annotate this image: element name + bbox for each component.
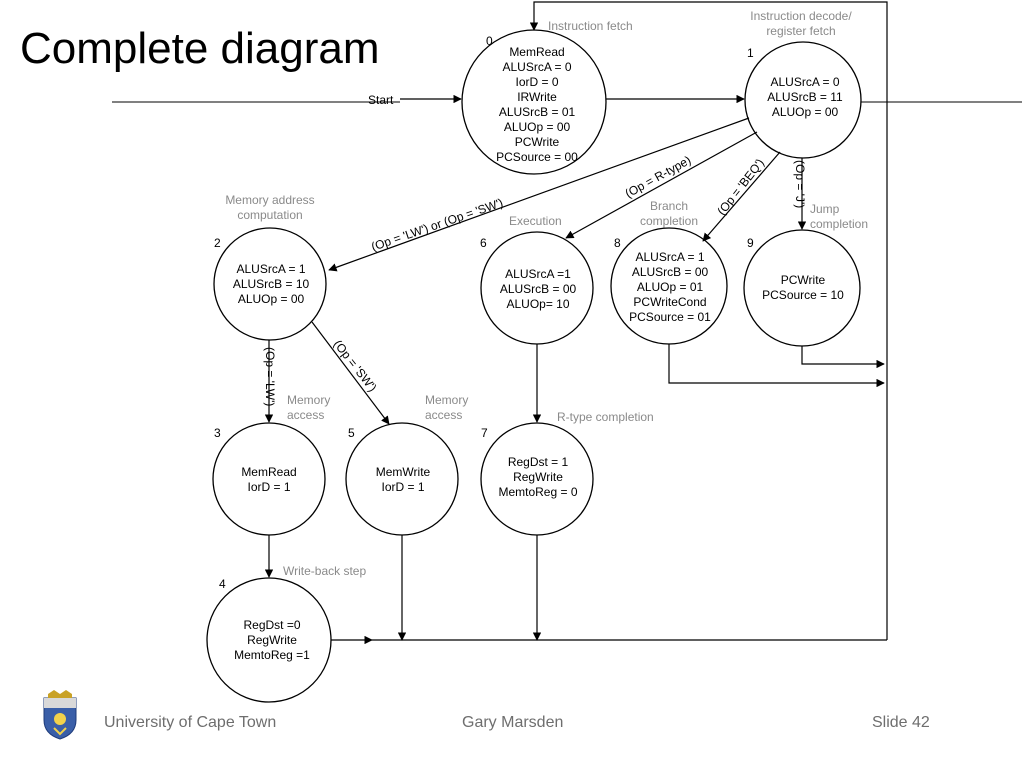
state-0-number: 0: [486, 34, 493, 48]
state-8-line: ALUOp = 01: [637, 280, 704, 294]
state-0-line: ALUSrcA = 0: [502, 60, 571, 74]
condition-beq: (Op = 'BEQ'): [714, 156, 767, 218]
state-1-number: 1: [747, 46, 754, 60]
phase-memaddr-line2: computation: [237, 208, 302, 222]
state-0-line: ALUOp = 00: [504, 120, 571, 134]
phase-instruction-fetch: Instruction fetch: [548, 19, 633, 33]
arrow-8-to-bus: [668, 344, 885, 388]
state-5-circle: [345, 422, 459, 536]
phase-jump-line1: Jump: [810, 202, 840, 216]
phase-decode-line2: register fetch: [766, 24, 835, 38]
state-0-line: IorD = 0: [515, 75, 558, 89]
condition-sw: (Op = 'SW'): [331, 337, 380, 394]
arrow-2-to-5: [311, 321, 390, 425]
state-1-line: ALUSrcA = 0: [770, 75, 839, 89]
state-4-line: RegWrite: [247, 633, 297, 647]
state-2-line: ALUOp = 00: [238, 292, 305, 306]
condition-jump: (Op = 'J'): [793, 160, 807, 208]
return-to-fetch-line: [529, 1, 888, 640]
phase-execution: Execution: [509, 214, 562, 228]
state-8-number: 8: [614, 236, 621, 250]
state-2-line: ALUSrcB = 10: [233, 277, 310, 291]
state-8-line: PCWriteCond: [633, 295, 706, 309]
state-4-line: RegDst =0: [243, 618, 300, 632]
state-2-number: 2: [214, 236, 221, 250]
state-3-line: IorD = 1: [247, 480, 290, 494]
state-5-line: IorD = 1: [381, 480, 424, 494]
state-5-number: 5: [348, 426, 355, 440]
phase-memaddr-line1: Memory address: [225, 193, 314, 207]
phase-memaccess-3-line2: access: [287, 408, 324, 422]
phase-jump-line2: completion: [810, 217, 868, 231]
phase-memaccess-5-line1: Memory: [425, 393, 468, 407]
arrow-1-to-8: [702, 151, 781, 242]
arrow-1-to-2: [328, 117, 750, 272]
state-0-line: MemRead: [509, 45, 564, 59]
university-crest-icon: [42, 690, 78, 740]
phase-branch-line1: Branch: [650, 199, 688, 213]
start-label: Start: [368, 93, 394, 107]
phase-rtype-completion: R-type completion: [557, 410, 654, 424]
condition-lw: (Op = 'LW'): [263, 347, 277, 406]
phase-decode-line1: Instruction decode/: [750, 9, 852, 23]
state-3-line: MemRead: [241, 465, 296, 479]
state-1-circle: [744, 41, 862, 159]
state-4-number: 4: [219, 577, 226, 591]
state-8-line: ALUSrcA = 1: [635, 250, 704, 264]
phase-memaccess-3-line1: Memory: [287, 393, 330, 407]
state-7-line: RegDst = 1: [508, 455, 569, 469]
state-0-line: PCSource = 00: [496, 150, 578, 164]
phase-branch-line2: completion: [640, 214, 698, 228]
state-6-line: ALUSrcA =1: [505, 267, 571, 281]
state-5-line: MemWrite: [376, 465, 431, 479]
state-9-number: 9: [747, 236, 754, 250]
arrow-9-to-bus: [801, 346, 885, 369]
state-9-line: PCWrite: [781, 273, 826, 287]
state-8-line: PCSource = 01: [629, 310, 711, 324]
state-0-line: IRWrite: [517, 90, 557, 104]
state-6-line: ALUSrcB = 00: [500, 282, 577, 296]
phase-memaccess-5-line2: access: [425, 408, 462, 422]
state-7-line: RegWrite: [513, 470, 563, 484]
state-6-line: ALUOp= 10: [506, 297, 569, 311]
arrow-1-to-6: [565, 131, 758, 239]
footer-university: University of Cape Town: [104, 714, 277, 731]
state-0-line: ALUSrcB = 01: [499, 105, 576, 119]
state-9-line: PCSource = 10: [762, 288, 844, 302]
state-3-circle: [212, 422, 326, 536]
phase-writeback: Write-back step: [283, 564, 366, 578]
slide-title: Complete diagram: [20, 24, 380, 73]
state-8-line: ALUSrcB = 00: [632, 265, 709, 279]
state-1-line: ALUOp = 00: [772, 105, 839, 119]
state-3-number: 3: [214, 426, 221, 440]
footer-author: Gary Marsden: [462, 714, 564, 731]
state-6-number: 6: [480, 236, 487, 250]
state-4-line: MemtoReg =1: [234, 648, 310, 662]
state-0-line: PCWrite: [515, 135, 560, 149]
state-1-line: ALUSrcB = 11: [767, 90, 843, 104]
footer-slide-number: Slide 42: [872, 714, 930, 731]
state-7-number: 7: [481, 426, 488, 440]
state-2-line: ALUSrcA = 1: [236, 262, 305, 276]
state-7-line: MemtoReg = 0: [498, 485, 577, 499]
state-2-circle: [213, 227, 327, 341]
